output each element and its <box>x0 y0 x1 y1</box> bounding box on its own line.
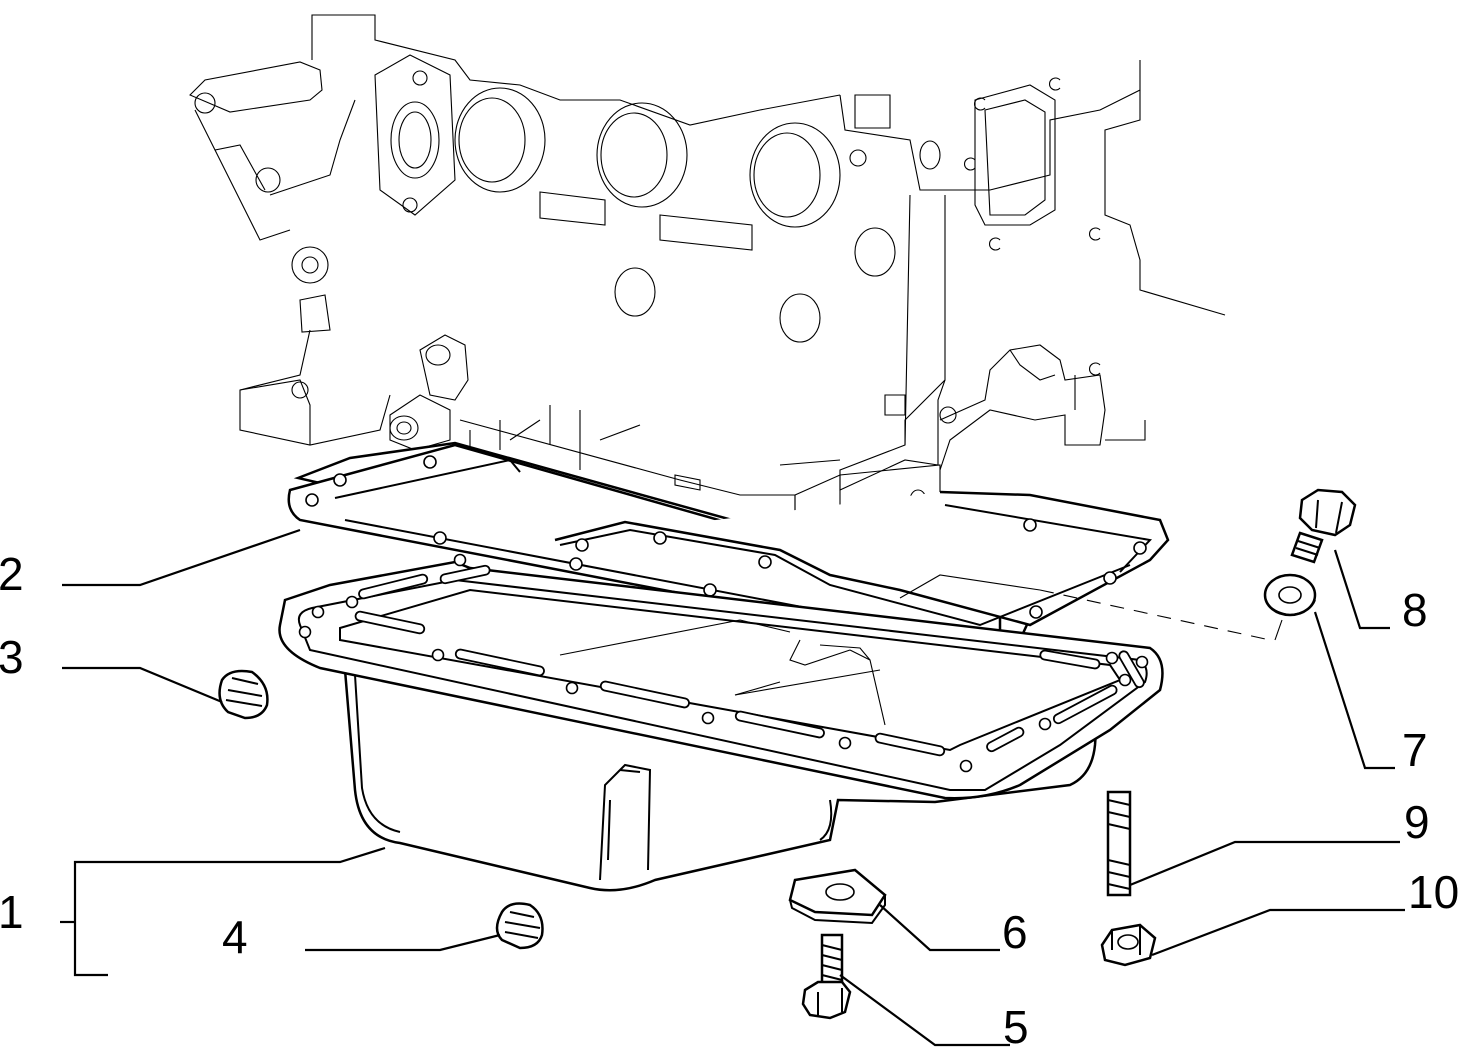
leader-6 <box>879 904 1000 952</box>
drain-bolt-8 <box>1290 488 1357 564</box>
oil-pan-flange-holes <box>298 553 1149 773</box>
leader-3 <box>62 666 223 704</box>
callout-numbers: 1 2 3 4 5 6 7 8 9 10 <box>0 548 1459 1050</box>
nut-10 <box>1100 923 1157 967</box>
plug-3 <box>218 669 269 720</box>
plug-4 <box>495 902 544 950</box>
bolt-5 <box>801 933 852 1020</box>
stud-9 <box>1106 790 1132 897</box>
leader-lines <box>60 528 1405 1047</box>
washer-7 <box>1263 573 1317 617</box>
leader-5 <box>839 974 1010 1047</box>
callout-5: 5 <box>1003 1001 1029 1050</box>
leader-9 <box>1129 840 1400 887</box>
leader-4 <box>305 933 501 952</box>
oil-pan-flange-slots <box>354 564 1145 757</box>
leader-8 <box>1333 549 1390 630</box>
engine-block <box>189 14 1226 561</box>
callout-7: 7 <box>1402 724 1428 776</box>
callout-10: 10 <box>1408 866 1459 918</box>
callout-4: 4 <box>222 911 248 963</box>
callout-2: 2 <box>0 548 24 600</box>
callout-8: 8 <box>1402 584 1428 636</box>
callout-9: 9 <box>1404 796 1430 848</box>
oil-pan <box>278 553 1283 892</box>
leader-2 <box>62 528 301 587</box>
leader-10 <box>1151 908 1405 957</box>
plate-6 <box>788 868 887 925</box>
gasket <box>287 441 1170 657</box>
callout-3: 3 <box>0 631 24 683</box>
leader-1 <box>73 846 386 977</box>
leader-7 <box>1313 611 1395 770</box>
callout-1: 1 <box>0 886 24 938</box>
callout-6: 6 <box>1002 906 1028 958</box>
